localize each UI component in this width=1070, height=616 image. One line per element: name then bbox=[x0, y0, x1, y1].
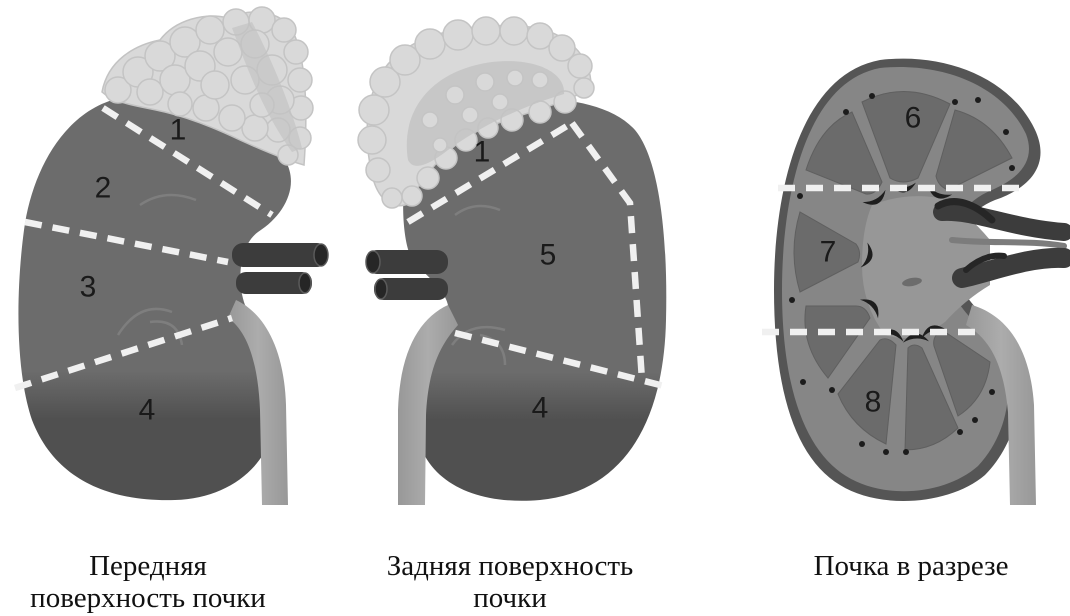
segment-label: 8 bbox=[865, 386, 882, 419]
arcuate-vessel-dot bbox=[789, 297, 795, 303]
adrenal-lobule bbox=[201, 71, 229, 99]
adrenal-lobule bbox=[443, 20, 473, 50]
renal-artery-opening bbox=[299, 273, 311, 293]
adrenal-lobule bbox=[219, 105, 245, 131]
arcuate-vessel-dot bbox=[972, 417, 978, 423]
caption-line: Почка в разрезе bbox=[761, 550, 1061, 582]
anterior-surface-caption: Передняя поверхность почки bbox=[0, 550, 296, 614]
segment-label: 2 bbox=[95, 172, 112, 205]
kidney-segments-figure: 1 2 3 4 1 5 4 bbox=[0, 0, 1070, 535]
arcuate-vessel-dot bbox=[800, 379, 806, 385]
adrenal-lobule bbox=[359, 95, 389, 125]
segment-label: 1 bbox=[170, 114, 187, 147]
adrenal-lobule bbox=[415, 29, 445, 59]
adrenal-lobule bbox=[568, 54, 592, 78]
adrenal-lobule bbox=[574, 78, 594, 98]
adrenal-lobule bbox=[382, 188, 402, 208]
arcuate-vessel-dot bbox=[797, 193, 803, 199]
adrenal-lobule bbox=[417, 167, 439, 189]
arcuate-vessel-dot bbox=[989, 389, 995, 395]
adrenal-lobule bbox=[433, 138, 447, 152]
caption-line: Задняя поверхность bbox=[350, 550, 670, 582]
arcuate-vessel-dot bbox=[869, 93, 875, 99]
segment-label: 6 bbox=[905, 102, 922, 135]
arcuate-vessel-dot bbox=[1009, 165, 1015, 171]
adrenal-lobule bbox=[446, 86, 464, 104]
adrenal-lobule bbox=[462, 107, 478, 123]
adrenal-lobule bbox=[500, 17, 528, 45]
segment-label: 7 bbox=[820, 236, 837, 269]
adrenal-lobule bbox=[472, 17, 500, 45]
arcuate-vessel-dot bbox=[883, 449, 889, 455]
caption-line: почки bbox=[350, 582, 670, 614]
segment-label: 5 bbox=[540, 239, 557, 272]
adrenal-lobule bbox=[532, 72, 548, 88]
adrenal-lobule bbox=[168, 92, 192, 116]
adrenal-lobule bbox=[358, 126, 386, 154]
adrenal-lobule bbox=[272, 18, 296, 42]
adrenal-lobule bbox=[492, 94, 508, 110]
arcuate-vessel-dot bbox=[957, 429, 963, 435]
adrenal-lobule bbox=[507, 70, 523, 86]
renal-artery-opening bbox=[375, 279, 387, 299]
kidney-body bbox=[18, 96, 291, 500]
adrenal-lobule bbox=[422, 112, 438, 128]
adrenal-lobule bbox=[288, 68, 312, 92]
segment-label: 3 bbox=[80, 271, 97, 304]
posterior-surface-caption: Задняя поверхность почки bbox=[350, 550, 670, 614]
adrenal-lobule bbox=[284, 40, 308, 64]
adrenal-lobule bbox=[366, 158, 390, 182]
kidney-section-panel: 6 7 8 bbox=[762, 59, 1064, 505]
adrenal-lobule bbox=[476, 73, 494, 91]
renal-vein-opening bbox=[366, 251, 380, 273]
adrenal-lobule bbox=[402, 186, 422, 206]
segment-label: 4 bbox=[532, 392, 549, 425]
arcuate-vessel-dot bbox=[829, 387, 835, 393]
adrenal-lobule bbox=[137, 79, 163, 105]
caption-line: поверхность почки bbox=[0, 582, 296, 614]
anterior-kidney-panel: 1 2 3 4 bbox=[15, 7, 328, 505]
segment-label: 4 bbox=[139, 394, 156, 427]
posterior-kidney-panel: 1 5 4 bbox=[358, 17, 666, 505]
renal-vein-opening bbox=[314, 244, 328, 266]
renal-vessels bbox=[232, 243, 328, 294]
arcuate-vessel-dot bbox=[859, 441, 865, 447]
segment-label: 1 bbox=[474, 136, 491, 169]
arcuate-vessel-dot bbox=[843, 109, 849, 115]
caption-line: Передняя bbox=[0, 550, 296, 582]
arcuate-vessel-dot bbox=[952, 99, 958, 105]
kidney-section-caption: Почка в разрезе bbox=[761, 550, 1061, 582]
arcuate-vessel-dot bbox=[975, 97, 981, 103]
arcuate-vessel-dot bbox=[1003, 129, 1009, 135]
arcuate-vessel-dot bbox=[903, 449, 909, 455]
adrenal-lobule bbox=[242, 115, 268, 141]
